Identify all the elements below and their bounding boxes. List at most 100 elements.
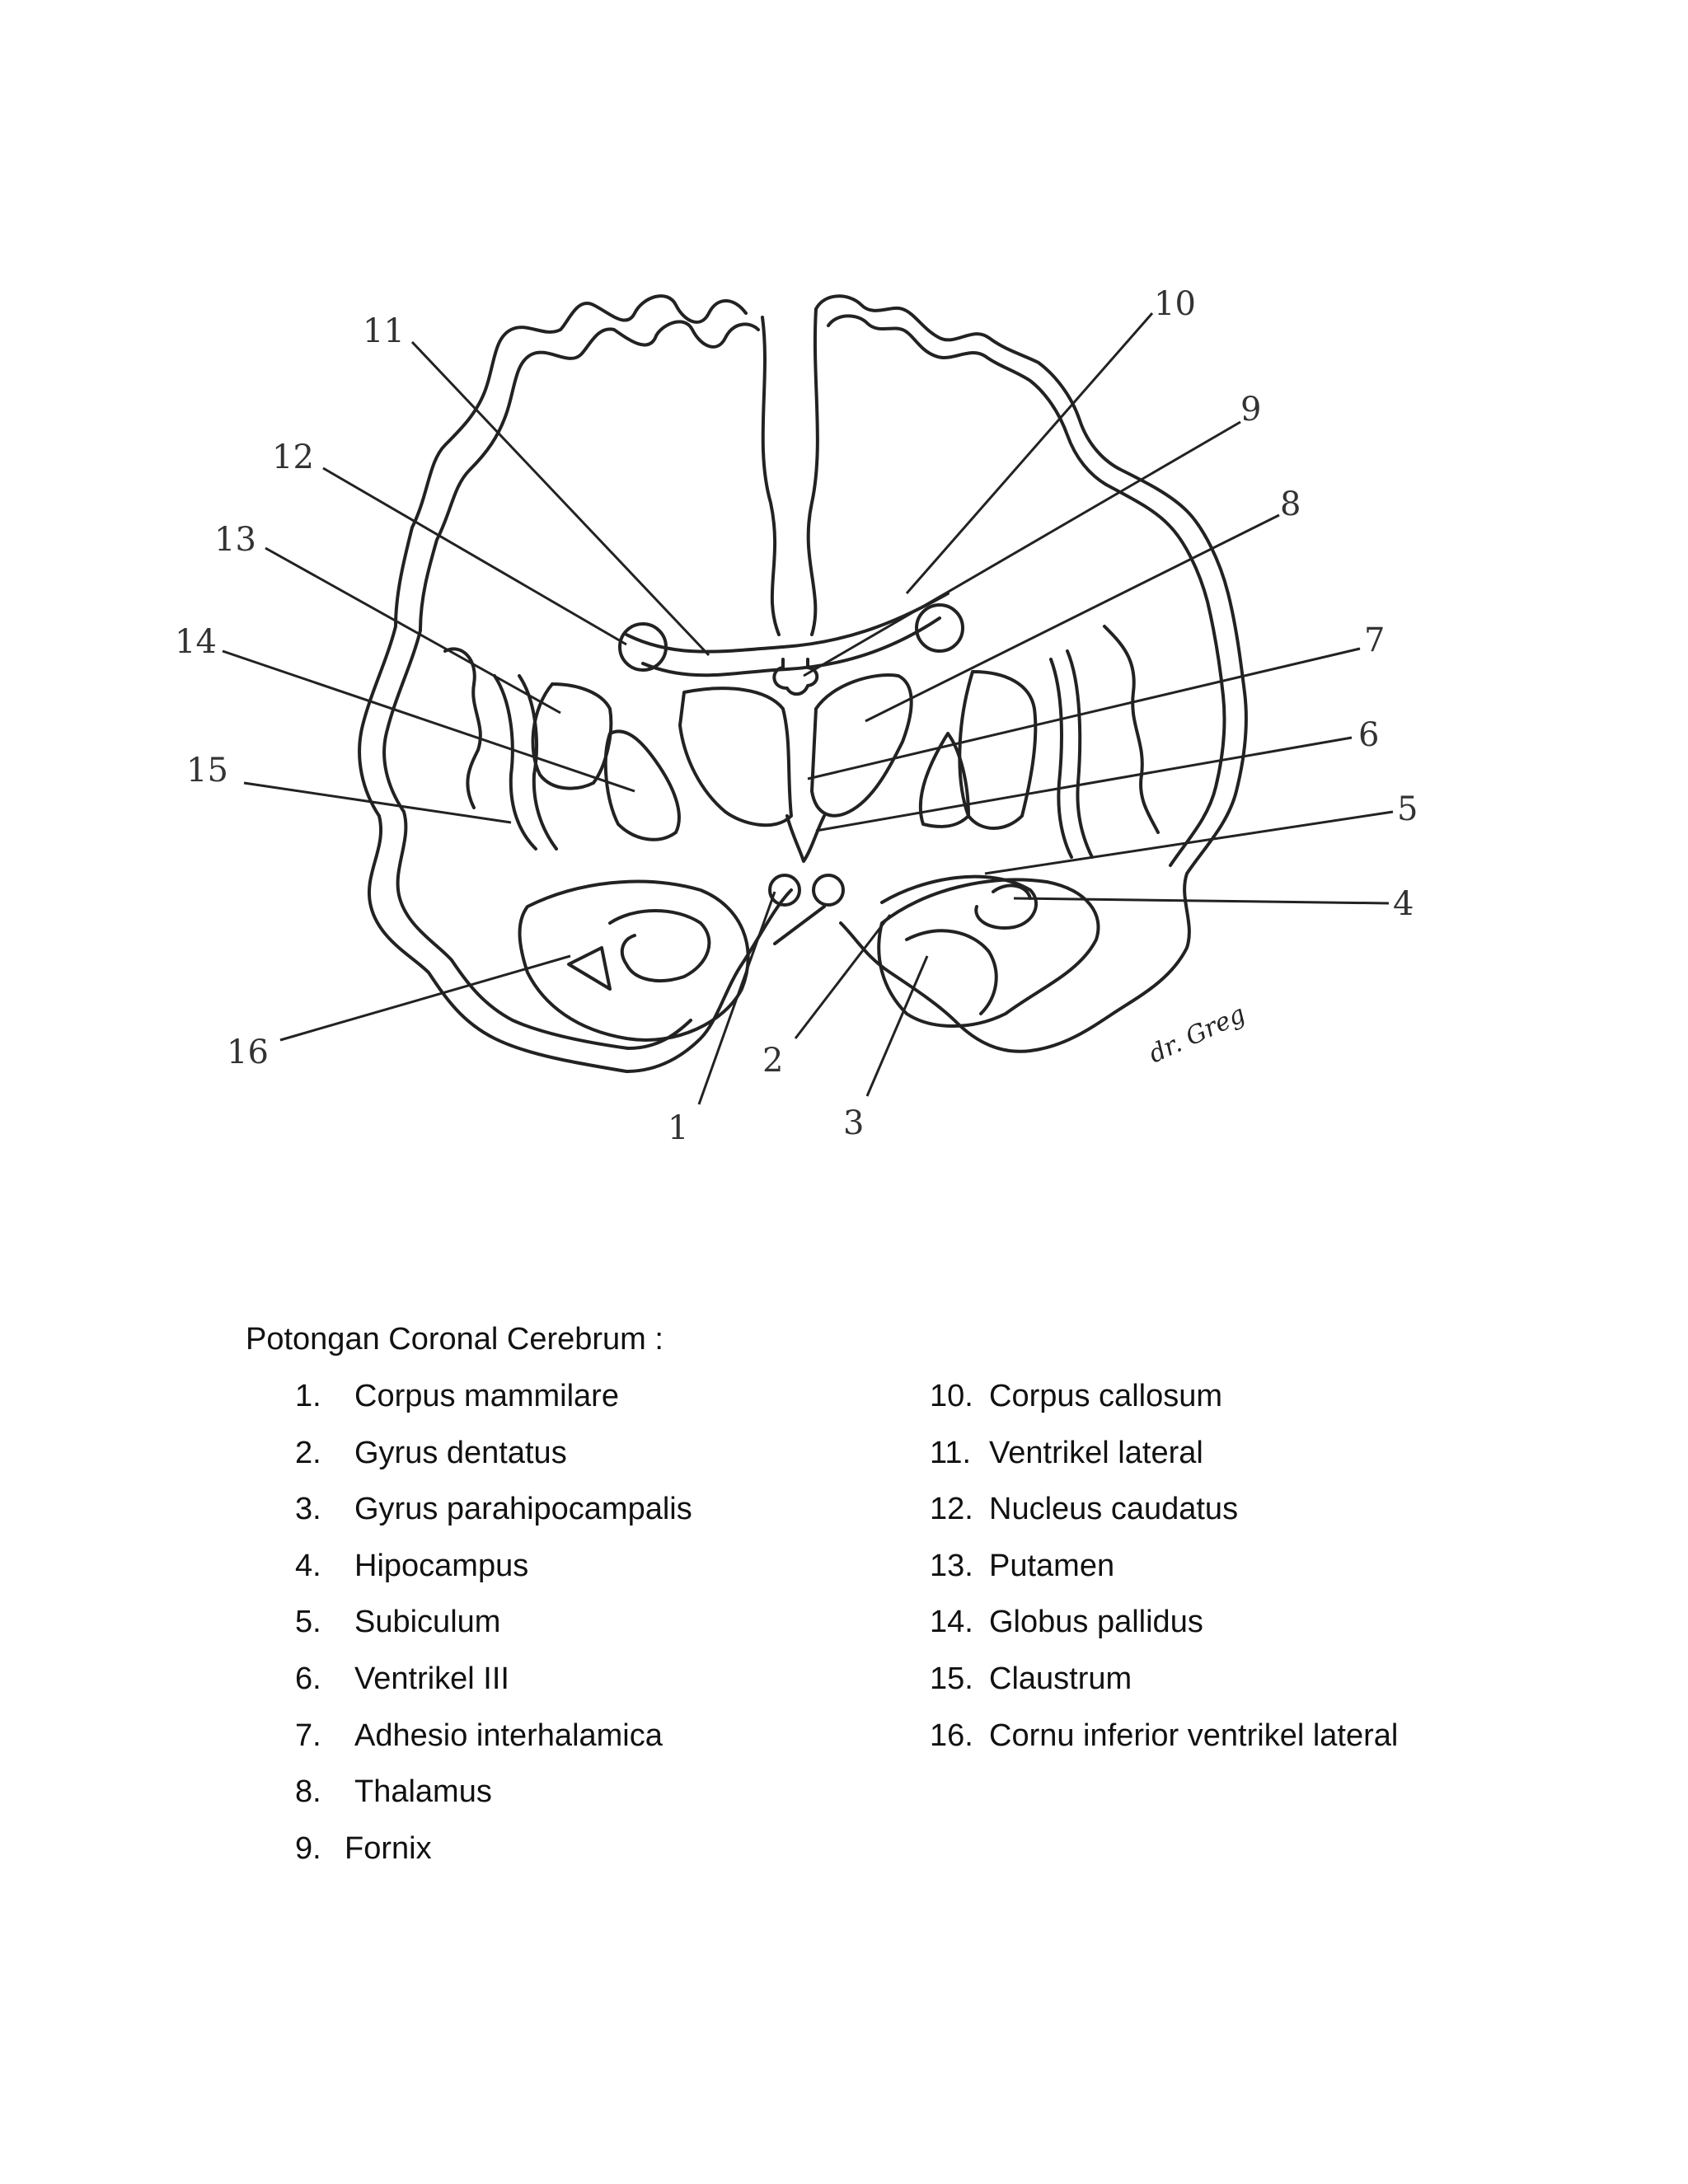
leader-line-2 <box>794 914 892 1039</box>
legend-item: 14. Globus pallidus <box>930 1605 1203 1640</box>
legend-item-number: 3. <box>295 1492 321 1527</box>
legend-item-label: Gyrus dentatus <box>354 1435 567 1470</box>
callout-15: 15 <box>186 752 228 790</box>
callout-1: 1 <box>668 1109 688 1147</box>
leader-line-15 <box>243 781 512 824</box>
mammillary-body-left <box>768 874 801 907</box>
leader-line-5 <box>984 810 1394 875</box>
legend-item-label: Subiculum <box>354 1605 501 1640</box>
legend-item: 15.Claustrum <box>930 1661 1132 1697</box>
legend-item-label: Corpus mammilare <box>354 1379 619 1413</box>
legend-item: 12. Nucleus caudatus <box>930 1492 1238 1527</box>
legend-item-label: Putamen <box>989 1548 1115 1583</box>
legend-item-number: 8. <box>295 1774 321 1810</box>
legend-item-label: Adhesio interhalamica <box>354 1718 663 1753</box>
legend-item-label: Thalamus <box>354 1774 492 1810</box>
legend-item: 4.Hipocampus <box>295 1548 528 1584</box>
legend-item-label: Ventrikel lateral <box>989 1435 1203 1470</box>
legend-item-label: Globus pallidus <box>989 1605 1203 1640</box>
left-hippocampus <box>608 909 711 982</box>
leader-line-13 <box>265 546 561 715</box>
callout-3: 3 <box>843 1104 864 1142</box>
corpus-callosum <box>625 592 950 654</box>
legend-item-label: Gyrus parahipocampalis <box>354 1492 692 1527</box>
corpus-callosum-lower <box>641 616 941 677</box>
caudate-left <box>618 622 668 672</box>
legend-item-number: 6. <box>295 1661 321 1696</box>
signature: dr. Greg <box>1145 1000 1250 1069</box>
legend-item-number: 2. <box>295 1435 321 1470</box>
legend-item: 1. Corpus mammilare <box>295 1379 619 1414</box>
insula-right <box>1103 625 1160 834</box>
legend-item-number: 11. <box>930 1435 972 1470</box>
legend-item-number: 9. <box>295 1830 321 1866</box>
left-inferior-horn <box>567 946 612 991</box>
leader-line-11 <box>410 340 710 657</box>
callout-4: 4 <box>1393 885 1414 923</box>
callout-11: 11 <box>363 312 405 350</box>
insula-left <box>443 647 482 809</box>
coronal-brain-diagram: 1 2 3 4 5 6 7 8 9 10 11 12 13 14 15 16 d… <box>175 285 1418 1147</box>
legend-item: 6. Ventrikel III <box>295 1661 509 1697</box>
globus-pallidus-right <box>918 732 970 828</box>
legend-item-number: 7. <box>295 1718 321 1753</box>
right-subiculum <box>992 883 1032 900</box>
legend-item: 13. Putamen <box>930 1548 1114 1584</box>
caudate-right <box>915 603 964 653</box>
legend-item: 7. Adhesio interhalamica <box>295 1718 663 1754</box>
third-ventricle <box>785 814 826 863</box>
legend-item: 5. Subiculum <box>295 1605 500 1640</box>
legend-item: 11. Ventrikel lateral <box>930 1435 1203 1471</box>
callout-5: 5 <box>1397 790 1418 828</box>
legend-item-label: Corpus callosum <box>989 1379 1222 1413</box>
globus-pallidus-left <box>603 729 681 841</box>
claustrum-right <box>1049 658 1073 859</box>
legend-item: 2. Gyrus dentatus <box>295 1435 567 1471</box>
legend-item-number: 14. <box>930 1605 973 1640</box>
legend-item-label: Fornix <box>345 1830 432 1866</box>
right-hemisphere-outline <box>814 294 1248 1053</box>
legend-item-number: 16. <box>930 1718 973 1753</box>
putamen-right <box>958 670 1038 830</box>
legend-item-label: Nucleus caudatus <box>989 1492 1239 1527</box>
callout-10: 10 <box>1154 285 1196 323</box>
leader-line-4 <box>1013 897 1390 905</box>
callout-6: 6 <box>1358 716 1379 754</box>
leader-line-12 <box>322 466 627 646</box>
legend-item: 10. Corpus callosum <box>930 1379 1222 1414</box>
leader-line-1 <box>697 891 776 1105</box>
legend-item-label: Claustrum <box>989 1661 1132 1696</box>
mammillary-body-right <box>812 874 845 907</box>
left-hemisphere-inner <box>382 320 760 1050</box>
right-hemisphere-inner <box>827 314 1226 867</box>
legend-title: Potongan Coronal Cerebrum : <box>246 1322 663 1357</box>
left-temporal-lobe <box>518 879 750 1042</box>
legend-item-number: 13. <box>930 1548 973 1583</box>
legend-item: 3. Gyrus parahipocampalis <box>295 1492 692 1527</box>
longitudinal-fissure <box>761 316 781 636</box>
legend-item-number: 10. <box>930 1379 973 1413</box>
legend-item-number: 4. <box>295 1548 321 1583</box>
leader-line-8 <box>865 513 1280 723</box>
leader-line-7 <box>807 647 1361 780</box>
callout-9: 9 <box>1240 391 1261 429</box>
legend-item-number: 12. <box>930 1492 973 1527</box>
leader-line-6 <box>815 736 1353 832</box>
callout-7: 7 <box>1364 621 1385 659</box>
right-hippocampus <box>880 874 1039 930</box>
callout-12: 12 <box>272 438 314 476</box>
thalamus-left <box>678 687 793 827</box>
leader-line-14 <box>222 649 635 793</box>
claustrum-left-2 <box>518 674 558 851</box>
leader-line-3 <box>865 955 929 1097</box>
left-hemisphere-outline <box>358 294 793 1073</box>
callout-14: 14 <box>175 623 217 661</box>
legend-item-number: 1. <box>295 1379 321 1413</box>
right-parahippocampal <box>905 929 998 1015</box>
legend-item: 9. Fornix <box>295 1830 432 1867</box>
legend-item-number: 5. <box>295 1605 321 1640</box>
claustrum-right-2 <box>1066 649 1094 859</box>
legend-item-label: Cornu inferior ventrikel lateral <box>989 1718 1399 1753</box>
fornix-shape <box>772 658 819 696</box>
legend-item-label: Ventrikel III <box>354 1661 509 1696</box>
